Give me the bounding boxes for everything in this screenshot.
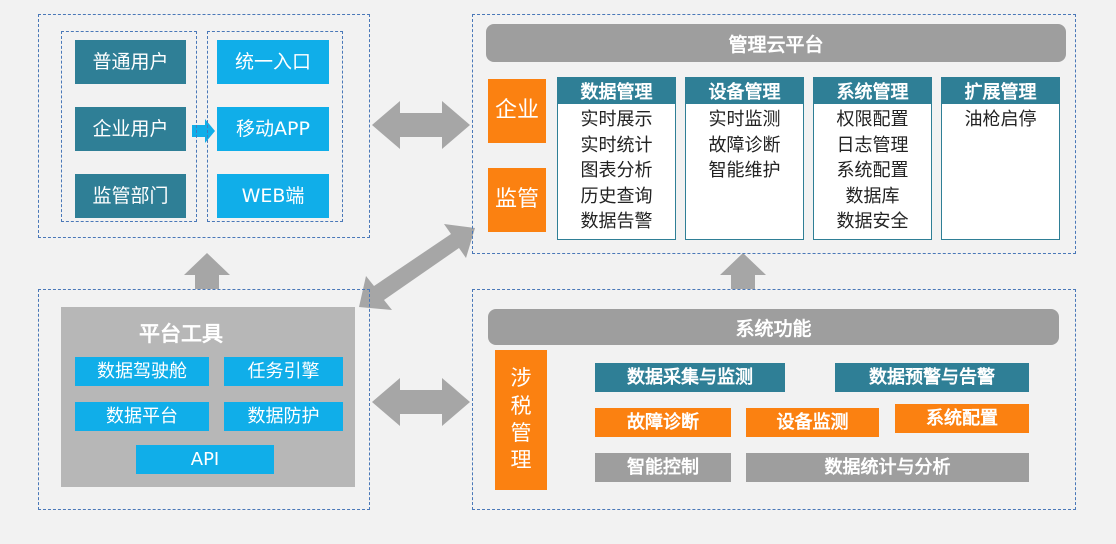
user-type-regular: 普通用户 — [75, 40, 186, 84]
tool-api: API — [136, 445, 274, 474]
func-data-collection: 数据采集与监测 — [595, 363, 785, 392]
module-item: 数据库 — [845, 185, 900, 207]
module-item: 故障诊断 — [708, 134, 781, 156]
module-item-list: 实时监测故障诊断智能维护 — [686, 104, 803, 184]
tool-task-engine: 任务引擎 — [224, 357, 343, 386]
module-item: 智能维护 — [708, 160, 781, 181]
user-type-regulator: 监管部门 — [75, 174, 186, 218]
entry-mobile-app: 移动APP — [217, 107, 329, 151]
entry-points-group — [207, 31, 343, 222]
module-item: 图表分析 — [580, 160, 653, 181]
module-item: 实时监测 — [708, 109, 781, 130]
module-title: 系统管理 — [814, 78, 931, 104]
cloud-platform-title: 管理云平台 — [486, 24, 1066, 62]
func-data-warning: 数据预警与告警 — [835, 363, 1029, 392]
double-arrow-bottom — [372, 378, 470, 426]
module-item-list: 油枪启停 — [942, 104, 1059, 133]
module-title: 设备管理 — [686, 78, 803, 104]
system-functions-title: 系统功能 — [488, 309, 1059, 345]
module-item: 数据安全 — [836, 211, 909, 232]
module-item-list: 权限配置日志管理系统配置数据库数据安全 — [814, 104, 931, 235]
module-item: 油枪启停 — [964, 109, 1037, 130]
users-panel — [38, 14, 370, 238]
user-types-group — [61, 31, 197, 222]
platform-tools-panel — [38, 289, 370, 510]
tool-data-cockpit: 数据驾驶舱 — [75, 357, 209, 386]
module-item: 实时展示 — [580, 109, 653, 130]
double-arrow-diagonal — [359, 224, 475, 310]
side-label-tax-management: 涉 税 管 理 — [495, 350, 547, 490]
tool-data-platform: 数据平台 — [75, 402, 209, 431]
platform-tools-title: 平台工具 — [139, 321, 223, 346]
module-column: 数据管理实时展示实时统计图表分析历史查询数据告警 — [557, 77, 676, 240]
entry-web: WEB端 — [217, 174, 329, 218]
module-column: 系统管理权限配置日志管理系统配置数据库数据安全 — [813, 77, 932, 240]
entry-unified: 统一入口 — [217, 40, 329, 84]
module-item: 系统配置 — [836, 160, 909, 181]
func-data-statistics: 数据统计与分析 — [746, 453, 1029, 482]
func-fault-diagnosis: 故障诊断 — [595, 408, 731, 437]
side-label-supervision: 监管 — [488, 168, 546, 232]
user-type-enterprise: 企业用户 — [75, 107, 186, 151]
module-column: 设备管理实时监测故障诊断智能维护 — [685, 77, 804, 240]
double-arrow-top — [372, 101, 470, 149]
module-title: 数据管理 — [558, 78, 675, 104]
func-smart-control: 智能控制 — [595, 453, 731, 482]
module-item: 数据告警 — [580, 211, 653, 232]
module-item: 日志管理 — [836, 134, 909, 156]
module-title: 扩展管理 — [942, 78, 1059, 104]
side-label-enterprise: 企业 — [488, 79, 546, 143]
up-arrow-right — [720, 253, 766, 289]
module-column: 扩展管理油枪启停 — [941, 77, 1060, 240]
up-arrow-left — [184, 253, 230, 289]
cloud-platform-panel — [472, 14, 1076, 254]
system-functions-panel — [472, 289, 1076, 510]
module-item-list: 实时展示实时统计图表分析历史查询数据告警 — [558, 104, 675, 235]
func-device-monitoring: 设备监测 — [746, 408, 879, 437]
tool-data-protection: 数据防护 — [224, 402, 343, 431]
module-item: 权限配置 — [836, 109, 909, 130]
func-system-config: 系统配置 — [895, 404, 1029, 433]
arrow-right-small-icon — [192, 119, 215, 143]
module-item: 实时统计 — [580, 134, 653, 156]
module-item: 历史查询 — [580, 185, 653, 207]
